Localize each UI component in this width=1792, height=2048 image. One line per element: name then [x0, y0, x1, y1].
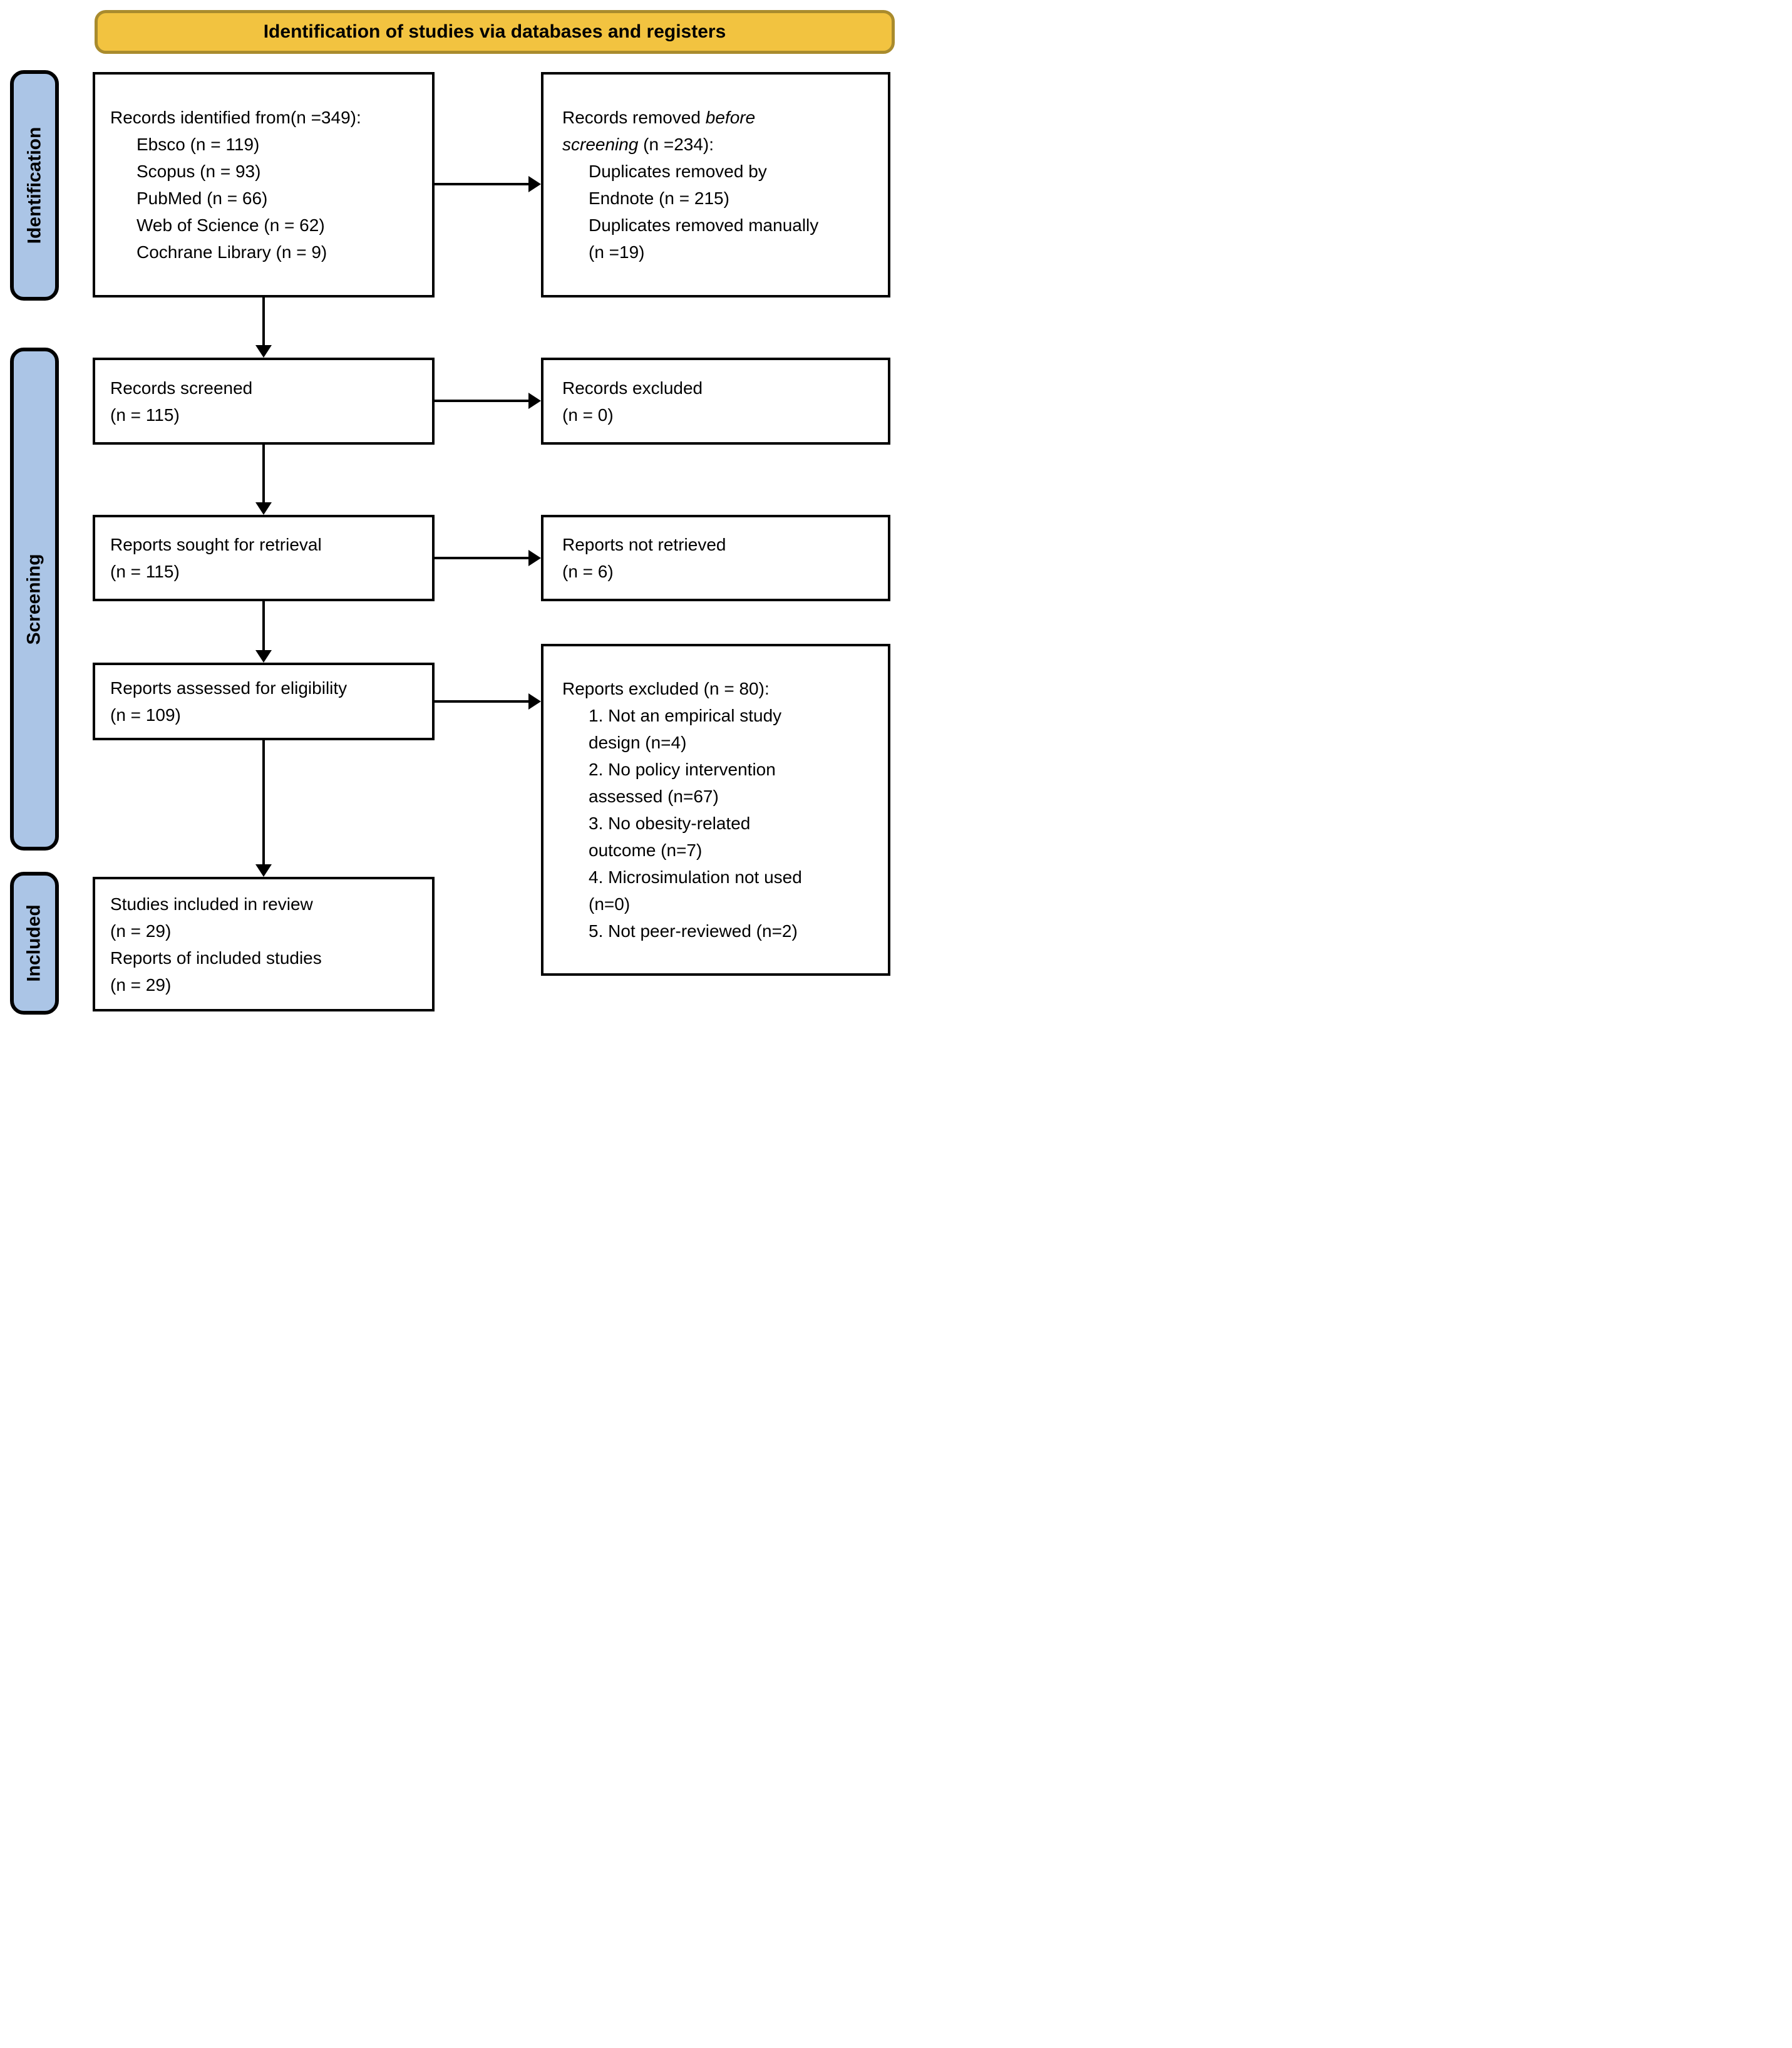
arrow-screened-to-sought-shaft: [262, 445, 265, 502]
arrow-sought-to-assessed-shaft: [262, 601, 265, 650]
box-line: (n = 115): [110, 405, 180, 425]
box-records-identified: Records identified from(n =349): Ebsco (n…: [93, 72, 435, 297]
arrow-assessed-to-included-shaft: [262, 740, 265, 864]
box-line: (n=0): [589, 894, 631, 914]
box-line: (n = 115): [110, 562, 180, 581]
box-line: 1. Not an empirical study: [589, 706, 782, 725]
box-reports-sought-for-retrieval: Reports sought for retrieval (n = 115): [93, 515, 435, 601]
prisma-flow-diagram: Identification of studies via databases …: [0, 0, 896, 1024]
box-line: Duplicates removed by: [589, 162, 767, 181]
box-line: Records excluded: [562, 378, 703, 398]
box-line: Reports excluded (n = 80):: [562, 679, 770, 698]
box-line: 5. Not peer-reviewed (n=2): [589, 921, 798, 941]
box-line: Reports assessed for eligibility: [110, 678, 348, 698]
box-line: Scopus (n = 93): [136, 162, 261, 181]
banner-title-text: Identification of studies via databases …: [263, 21, 726, 42]
arrow-screened-to-sought-head-icon: [255, 502, 272, 515]
arrow-identified-to-screened-shaft: [262, 297, 265, 345]
box-line: design (n=4): [589, 733, 687, 752]
box-line: (n = 29): [110, 975, 172, 995]
arrow-identified-to-removed-head-icon: [528, 176, 541, 192]
box-line: Records identified from(n =349):: [110, 108, 361, 127]
stage-identification: Identification: [10, 70, 59, 301]
box-line: Records screened: [110, 378, 253, 398]
arrow-identified-to-screened-head-icon: [255, 345, 272, 358]
box-line: outcome (n=7): [589, 840, 703, 860]
box-line: assessed (n=67): [589, 787, 719, 806]
arrow-assessed-to-included-head-icon: [255, 864, 272, 877]
box-line: (n = 109): [110, 705, 181, 725]
box-records-removed-before-screening: Records removed before screening (n =234)…: [541, 72, 890, 297]
box-line: Cochrane Library (n = 9): [136, 242, 327, 262]
stage-identification-label: Identification: [24, 127, 45, 244]
arrow-sought-to-not-retrieved-head-icon: [528, 550, 541, 566]
box-line: Web of Science (n = 62): [136, 215, 325, 235]
arrow-sought-to-assessed-head-icon: [255, 650, 272, 663]
arrow-screened-to-excluded-shaft: [435, 400, 528, 402]
box-line: 3. No obesity-related: [589, 814, 751, 833]
box-line: Studies included in review: [110, 894, 313, 914]
box-line: screening (n =234):: [562, 135, 714, 154]
stage-included-label: Included: [24, 904, 44, 982]
arrow-sought-to-not-retrieved-shaft: [435, 557, 528, 559]
box-line: Reports sought for retrieval: [110, 535, 322, 554]
box-reports-not-retrieved: Reports not retrieved (n = 6): [541, 515, 890, 601]
box-line: 4. Microsimulation not used: [589, 867, 802, 887]
arrow-assessed-to-excluded-shaft: [435, 700, 528, 703]
stage-included: Included: [10, 872, 59, 1015]
box-line: Ebsco (n = 119): [136, 135, 260, 154]
stage-screening-label: Screening: [24, 553, 44, 645]
box-records-excluded: Records excluded (n = 0): [541, 358, 890, 445]
arrow-assessed-to-excluded-head-icon: [528, 693, 541, 710]
box-line: Records removed before: [562, 108, 756, 127]
box-line: (n = 0): [562, 405, 614, 425]
box-line: Endnote (n = 215): [589, 189, 729, 208]
box-studies-included-in-review: Studies included in review (n = 29) Report…: [93, 877, 435, 1011]
banner-title: Identification of studies via databases …: [95, 10, 895, 54]
arrow-screened-to-excluded-head-icon: [528, 393, 541, 409]
box-line: Reports of included studies: [110, 948, 322, 968]
arrow-identified-to-removed-shaft: [435, 183, 528, 185]
box-line: Duplicates removed manually: [589, 215, 819, 235]
box-line: (n = 29): [110, 921, 172, 941]
box-line: 2. No policy intervention: [589, 760, 776, 779]
box-reports-assessed-for-eligibility: Reports assessed for eligibility (n = 109…: [93, 663, 435, 740]
box-reports-excluded-reasons: Reports excluded (n = 80): 1. Not an empi…: [541, 644, 890, 976]
box-records-screened: Records screened (n = 115): [93, 358, 435, 445]
box-line: (n = 6): [562, 562, 614, 581]
box-line: (n =19): [589, 242, 645, 262]
box-line: PubMed (n = 66): [136, 189, 268, 208]
box-line: Reports not retrieved: [562, 535, 726, 554]
stage-screening: Screening: [10, 348, 59, 851]
